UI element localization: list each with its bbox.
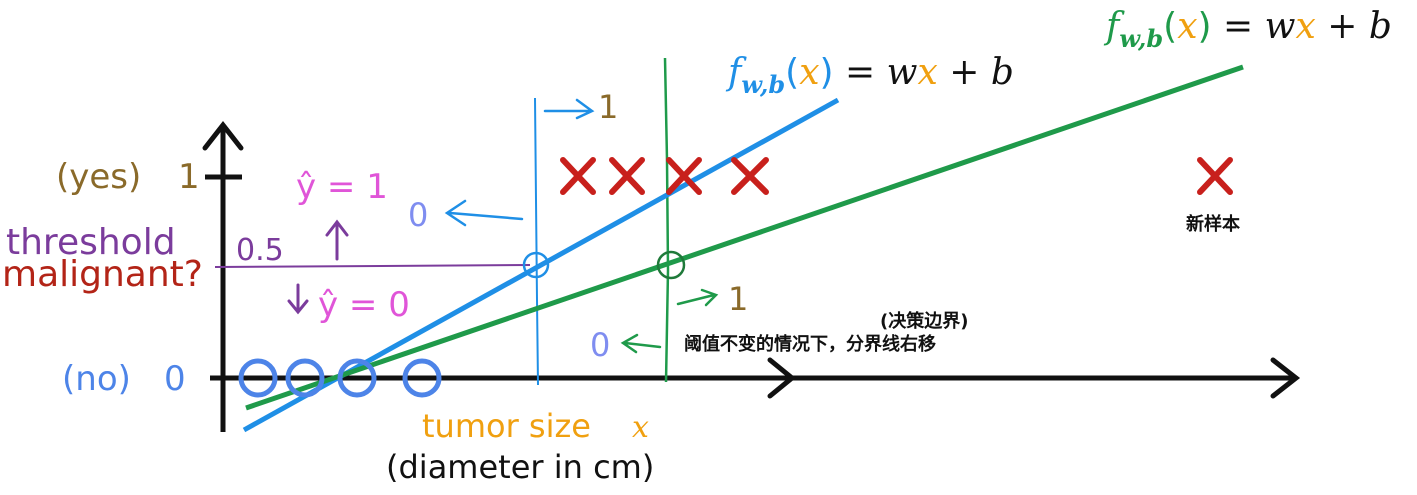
yes-label: (yes) [56,157,141,197]
x-axis-arrow-icon [1270,357,1301,399]
negative-sample-point [337,358,377,398]
blue-formula-right-paren: ) [820,52,834,93]
positive-sample-cross-icon [666,157,702,195]
no-label: (no) [62,359,131,399]
x-axis-old-arrow-icon [767,357,796,399]
blue-left-arrow-icon [444,199,524,227]
green-threshold-intersection [656,250,686,280]
blue-formula-x2: x [917,52,937,93]
green-formula-x: x [1177,6,1197,47]
negative-sample-point [402,358,442,398]
blue-left-label: 0 [408,196,428,234]
blue-formula: fw,b(x) = wx + b [725,52,1014,99]
negative-sample-point [238,358,278,398]
new-sample-label: 新样本 [1186,213,1240,235]
blue-formula-left-paren: ( [785,52,799,93]
malignant-label: malignant? [2,254,203,295]
up-arrow-icon [325,219,349,261]
blue-formula-subscript: w,b [741,70,785,99]
y-axis-arrow-icon [202,120,244,151]
positive-sample-cross-icon [731,157,769,195]
negative-samples [238,358,442,398]
diameter-label: (diameter in cm) [386,448,654,486]
green-formula-right-paren: ) [1198,6,1212,47]
green-formula-subscript: w,b [1119,24,1163,53]
green-formula-x2: x [1295,6,1315,47]
boundary-shift-note: 阈值不变的情况下，分界线右移 [684,333,936,355]
blue-right-label: 1 [598,88,618,126]
blue-formula-equals: = w [834,52,918,93]
green-left-arrow-icon [620,333,662,354]
tumor-size-label: tumor size [422,407,591,445]
blue-formula-plus-b: + b [938,52,1014,93]
green-left-label: 0 [590,326,610,364]
green-boundary-line [663,57,670,383]
yes-value-label: 1 [178,157,200,197]
yhat-zero-label: ŷ = 0 [318,285,410,325]
blue-threshold-intersection [522,251,550,279]
green-regression-line [245,64,1244,411]
green-formula-left-paren: ( [1163,6,1177,47]
threshold-value-label: 0.5 [236,233,284,268]
blue-boundary-line [534,97,539,386]
new-sample-cross-icon [1197,157,1233,195]
positive-sample-cross-icon [560,157,596,195]
green-formula: fw,b(x) = wx + b [1103,6,1392,53]
blue-formula-x: x [799,52,819,93]
yhat-one-label: ŷ = 1 [296,167,388,207]
blue-right-arrow-icon [543,98,595,120]
positive-sample-cross-icon [609,157,645,195]
tumor-variable-label: x [632,410,649,445]
threshold-label: threshold [6,222,176,263]
green-right-arrow-icon [676,288,719,307]
positive-samples [560,157,1233,195]
green-right-label: 1 [728,280,748,318]
green-formula-equals: = w [1212,6,1296,47]
down-arrow-icon [287,283,309,315]
no-value-label: 0 [164,359,186,399]
threshold-line [214,264,531,268]
green-formula-plus-b: + b [1316,6,1392,47]
decision-boundary-label: (决策边界) [880,310,968,332]
negative-sample-point [285,358,325,398]
